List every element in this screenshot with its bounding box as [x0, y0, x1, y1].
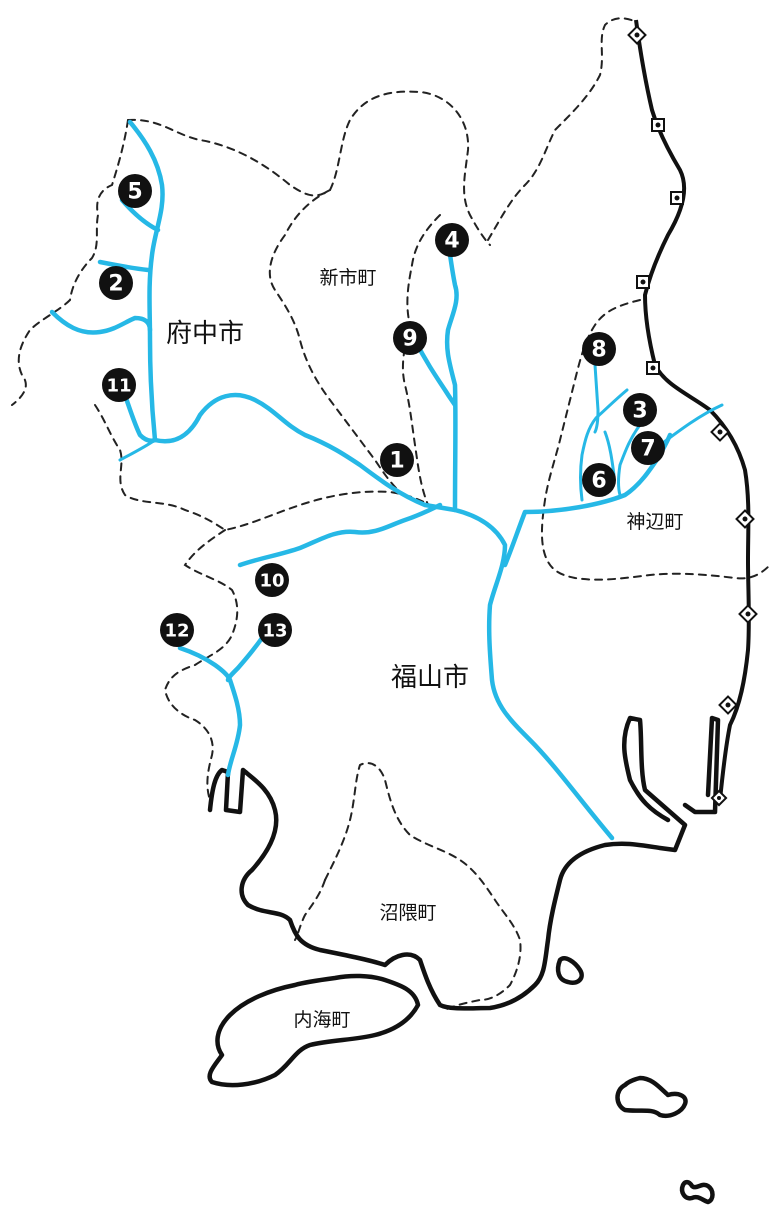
station-icon	[627, 25, 647, 45]
small-island-1	[555, 956, 584, 985]
place-label-numakuma: 沼隈町	[379, 902, 436, 924]
svg-text:11: 11	[106, 376, 131, 397]
north-boundary	[487, 17, 637, 241]
marker-11: 11	[102, 368, 136, 402]
svg-text:5: 5	[127, 180, 142, 205]
marker-7: 7	[631, 431, 665, 465]
svg-text:6: 6	[591, 469, 606, 494]
tributary-west	[49, 309, 153, 335]
marker-9: 9	[393, 321, 427, 355]
svg-text:8: 8	[591, 338, 606, 363]
marker-12: 12	[160, 613, 194, 647]
fuchu-boundary	[127, 90, 491, 246]
station-icon	[670, 191, 684, 205]
place-label-utsumi: 内海町	[293, 1009, 350, 1031]
tributary-13	[225, 635, 265, 683]
place-label-shinichi: 新市町	[319, 267, 376, 289]
tributary-9	[412, 337, 458, 408]
tributary-11	[122, 392, 158, 444]
kannabe-west-boundary	[541, 299, 770, 581]
place-label-fuchu: 府中市	[166, 319, 244, 349]
river-markers: 1 2 3 4 5 6 7 8 9 10 11 12 13	[99, 174, 665, 647]
station-icon	[646, 361, 660, 375]
svg-text:10: 10	[259, 571, 284, 592]
rivers	[49, 119, 724, 841]
svg-text:3: 3	[632, 399, 647, 424]
railway-stations	[627, 25, 758, 807]
marker-8: 8	[582, 332, 616, 366]
fuchu-north-tributary	[127, 119, 165, 443]
coastline	[207, 715, 721, 1205]
shinichi-west-boundary	[268, 189, 411, 501]
small-island-2	[615, 1075, 688, 1118]
station-icon	[710, 422, 730, 442]
utsumi-island	[207, 973, 421, 1088]
tributary-3	[579, 388, 629, 502]
fukuyama-west-boundary	[163, 529, 239, 801]
station-icon	[710, 789, 728, 807]
svg-text:1: 1	[389, 449, 404, 474]
small-island-3	[679, 1179, 715, 1205]
marker-3: 3	[623, 393, 657, 427]
marker-2: 2	[99, 266, 133, 300]
tributary-12	[177, 645, 243, 778]
shinichi-east-boundary	[401, 214, 441, 506]
shinichi-tributary-4	[444, 237, 459, 513]
svg-text:2: 2	[108, 272, 123, 297]
marker-1: 1	[380, 443, 414, 477]
station-icon	[735, 509, 755, 529]
station-icon	[636, 275, 650, 289]
tributary-2	[97, 259, 151, 273]
numakuma-west-boundary	[294, 879, 326, 941]
rail-track	[634, 19, 751, 801]
mainland-coast	[207, 715, 688, 1011]
place-labels: 府中市 新市町 福山市 神辺町 沼隈町 内海町	[166, 267, 684, 1031]
fukuyama-west-tributary	[237, 502, 443, 568]
tributary-sw	[118, 438, 157, 462]
marker-4: 4	[435, 223, 469, 257]
fuchu-west-boundary	[11, 119, 129, 406]
numakuma-boundary	[324, 762, 522, 1011]
tributary-east	[658, 403, 724, 447]
svg-text:12: 12	[164, 621, 189, 642]
tributary-8	[593, 363, 600, 434]
station-icon	[651, 118, 665, 132]
marker-10: 10	[255, 563, 289, 597]
place-label-kannabe: 神辺町	[626, 511, 683, 533]
svg-text:9: 9	[402, 327, 417, 352]
station-icon	[718, 695, 738, 715]
marker-13: 13	[258, 613, 292, 647]
svg-text:13: 13	[262, 621, 287, 642]
railway-line	[627, 19, 758, 807]
station-icon	[738, 604, 758, 624]
marker-5: 5	[118, 174, 152, 208]
svg-text:7: 7	[640, 437, 655, 462]
tributary-6-7	[617, 423, 642, 497]
main-river	[152, 392, 615, 841]
svg-text:4: 4	[444, 229, 459, 254]
harbor-pier	[682, 715, 721, 815]
marker-6: 6	[582, 463, 616, 497]
place-label-fukuyama: 福山市	[391, 663, 469, 693]
municipal-boundaries	[11, 17, 770, 1011]
fuchu-south-boundary	[94, 404, 431, 532]
